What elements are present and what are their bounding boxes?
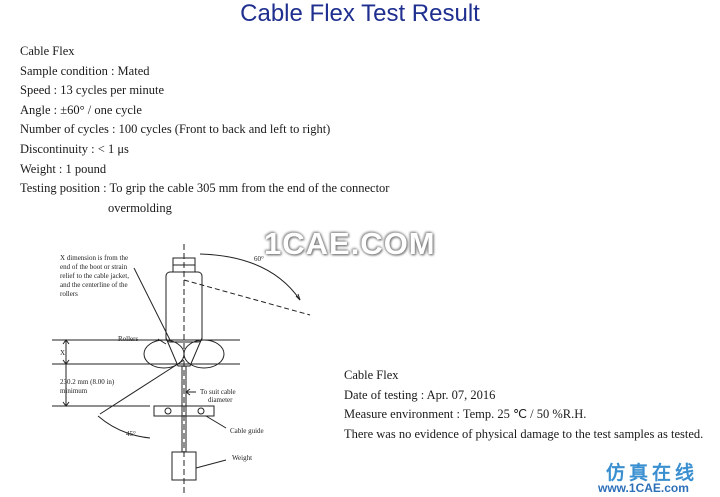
angle-top-label: 60° <box>254 255 264 263</box>
spec-testing-position-cont: overmolding <box>108 200 172 215</box>
suit-label-1: To suit cable <box>200 388 236 396</box>
watermark-text: 1CAE.COM <box>264 226 436 261</box>
page-title: Cable Flex Test Result <box>240 0 480 27</box>
test-results: Cable Flex Date of testing : Apr. 07, 20… <box>344 366 703 444</box>
results-heading: Cable Flex <box>344 368 399 382</box>
angle-arc-top <box>199 253 301 301</box>
logo-url: www.1CAE.com <box>598 481 689 495</box>
rollers-label: Rollers <box>118 335 138 343</box>
spec-cycles: Number of cycles : 100 cycles (Front to … <box>20 122 331 137</box>
note-line-2: end of the boot or strain <box>60 263 128 271</box>
suit-label-2: diameter <box>208 396 233 404</box>
spec-weight: Weight : 1 pound <box>20 161 107 176</box>
spec-discontinuity: Discontinuity : < 1 μs <box>20 141 129 156</box>
cable-flex-diagram: X dimension is from the end of the boot … <box>52 244 311 495</box>
spec-speed: Speed : 13 cycles per minute <box>20 83 165 98</box>
spec-sample-condition: Sample condition : Mated <box>20 63 150 78</box>
spec-heading: Cable Flex <box>20 44 75 58</box>
results-environment: Measure environment : Temp. 25 ℃ / 50 %R… <box>344 407 587 422</box>
angle-bottom-label: 45° <box>126 430 136 438</box>
test-specification: Cable Flex Sample condition : Mated Spee… <box>20 42 389 218</box>
x-label: X <box>60 349 65 357</box>
note-line-5: rollers <box>60 290 78 298</box>
dim-label-1: 230.2 mm (8.00 in) <box>60 378 115 386</box>
results-conclusion: There was no evidence of physical damage… <box>344 426 704 441</box>
spec-testing-position: Testing position : To grip the cable 305… <box>20 181 390 196</box>
dim-label-2: minimum <box>60 387 88 395</box>
note-line-1: X dimension is from the <box>60 254 128 262</box>
logo-chinese: 仿真在线 <box>606 462 699 484</box>
weight-label: Weight <box>232 454 252 462</box>
results-date: Date of testing : Apr. 07, 2016 <box>344 387 496 402</box>
note-line-4: and the centerline of the <box>60 281 128 289</box>
spec-angle: Angle : ±60° / one cycle <box>20 102 142 117</box>
cable-guide-label: Cable guide <box>230 427 264 435</box>
angle-arc-bottom <box>97 415 151 439</box>
note-line-3: relief to the cable jacket, <box>60 272 129 280</box>
